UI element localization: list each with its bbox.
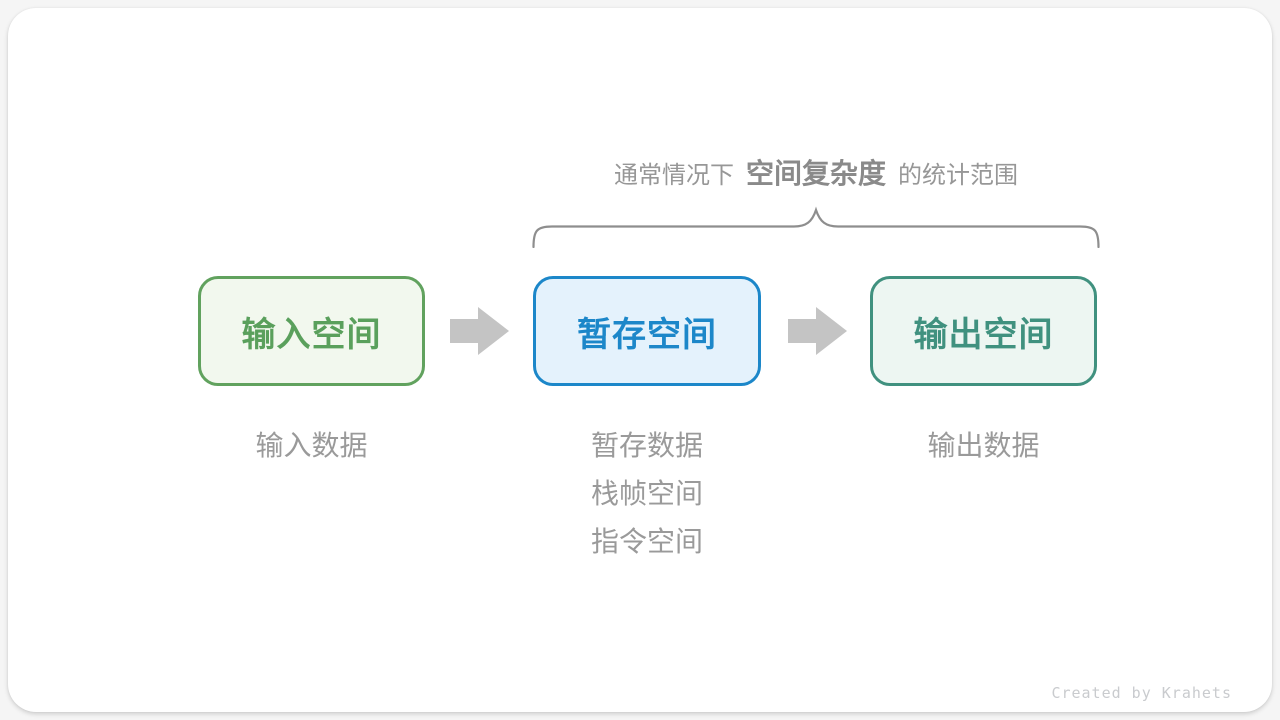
- scope-brace: [532, 206, 1100, 248]
- box-output-space-label: 输出空间: [913, 315, 1054, 354]
- label-output-data: 输出数据: [927, 430, 1040, 461]
- label-temporary-data: 暂存数据: [590, 430, 703, 461]
- label-instruction-space: 指令空间: [590, 526, 703, 557]
- box-output-space: 输出空间: [870, 276, 1097, 386]
- arrow-right-icon: [788, 307, 847, 355]
- title-suffix: 的统计范围: [898, 162, 1018, 189]
- card-background: 通常情况下空间复杂度的统计范围 输入空间 暂存空间 输出空间 输入数据 暂存数据…: [8, 8, 1272, 712]
- credit-text: Created by Krahets: [1051, 684, 1232, 702]
- box-temporary-space: 暂存空间: [533, 276, 761, 386]
- arrow-right-icon: [450, 307, 509, 355]
- box-input-space: 输入空间: [198, 276, 425, 386]
- label-input-data: 输入数据: [255, 430, 368, 461]
- box-temporary-space-label: 暂存空间: [577, 315, 717, 354]
- title-highlight: 空间复杂度: [745, 158, 886, 189]
- diagram-title: 通常情况下空间复杂度的统计范围: [533, 152, 1099, 192]
- title-prefix: 通常情况下: [613, 162, 734, 189]
- label-temporary-list: 暂存数据 栈帧空间 指令空间: [533, 422, 761, 566]
- label-stack-frame-space: 栈帧空间: [590, 478, 703, 509]
- box-input-space-label: 输入空间: [241, 315, 382, 354]
